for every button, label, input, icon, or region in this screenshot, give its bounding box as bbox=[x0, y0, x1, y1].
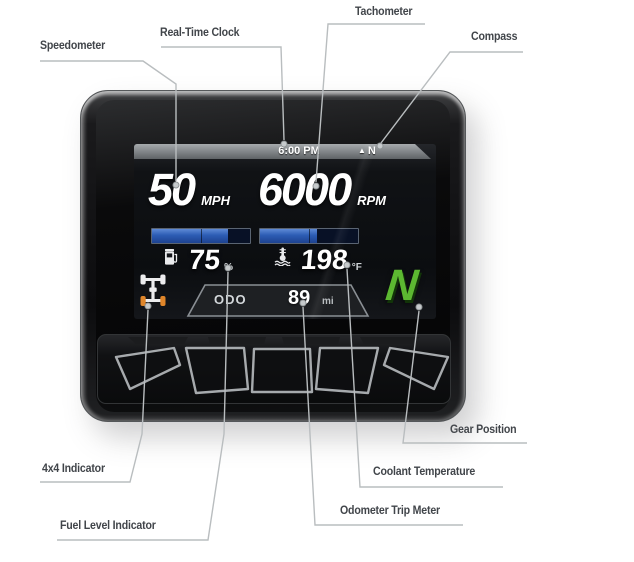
device-button-panel bbox=[97, 334, 451, 404]
speed-value: 50 bbox=[148, 164, 196, 215]
odometer-value: 89 bbox=[288, 287, 311, 309]
compass-arrow-icon: ▲ bbox=[358, 146, 366, 155]
callout-real-time-clock: Real-Time Clock bbox=[160, 27, 240, 39]
odometer-mode-label: ODO bbox=[214, 292, 247, 307]
rpm-value: 6000 bbox=[258, 164, 352, 215]
device-button-3 bbox=[250, 347, 314, 394]
4x4-drivetrain-icon bbox=[140, 274, 166, 313]
coolant-temp-value: 198 bbox=[299, 244, 350, 275]
coolant-readout: 198 °F bbox=[274, 244, 362, 275]
callout-compass: Compass bbox=[471, 31, 518, 43]
fuel-pump-icon bbox=[164, 247, 179, 271]
coolant-bar-fill bbox=[260, 229, 317, 243]
callout-fuel-level-indicator: Fuel Level Indicator bbox=[60, 520, 156, 532]
fuel-readout: 75 % bbox=[164, 244, 234, 275]
odometer-unit: mi bbox=[322, 296, 334, 307]
speed-unit: MPH bbox=[201, 193, 230, 208]
device-button-2 bbox=[184, 346, 250, 395]
device-button-1 bbox=[114, 346, 182, 391]
clock-readout: 6:00 PM bbox=[278, 145, 320, 157]
coolant-thermometer-icon bbox=[274, 247, 291, 271]
instrument-cluster-device: 6:00 PM ▲N 50 MPH 6000 RPM bbox=[80, 90, 466, 422]
rpm-unit: RPM bbox=[357, 193, 386, 208]
device-button-5 bbox=[382, 346, 450, 391]
fuel-percent-unit: % bbox=[224, 262, 234, 273]
compass-readout: ▲N bbox=[358, 145, 376, 157]
device-button-4 bbox=[314, 346, 380, 395]
coolant-temp-bar bbox=[259, 228, 359, 244]
compass-heading: N bbox=[367, 145, 376, 157]
display-screen: 6:00 PM ▲N 50 MPH 6000 RPM bbox=[134, 144, 436, 319]
odometer-banner: ODO 89 mi bbox=[186, 284, 370, 317]
fuel-percent-value: 75 bbox=[187, 244, 222, 275]
callout-odometer-trip-meter: Odometer Trip Meter bbox=[340, 505, 440, 517]
tachometer-readout: 6000 RPM bbox=[258, 167, 386, 212]
callout-tachometer: Tachometer bbox=[355, 6, 413, 18]
callout-4x4-indicator: 4x4 Indicator bbox=[42, 463, 105, 475]
callout-gear-position: Gear Position bbox=[450, 424, 517, 436]
callout-speedometer: Speedometer bbox=[40, 40, 106, 52]
callout-coolant-temperature: Coolant Temperature bbox=[373, 466, 476, 478]
gear-position-indicator: N bbox=[383, 261, 419, 310]
fuel-level-bar bbox=[151, 228, 251, 244]
coolant-temp-unit: °F bbox=[351, 262, 362, 273]
speedometer-readout: 50 MPH bbox=[148, 167, 230, 212]
fuel-bar-fill bbox=[152, 229, 229, 243]
